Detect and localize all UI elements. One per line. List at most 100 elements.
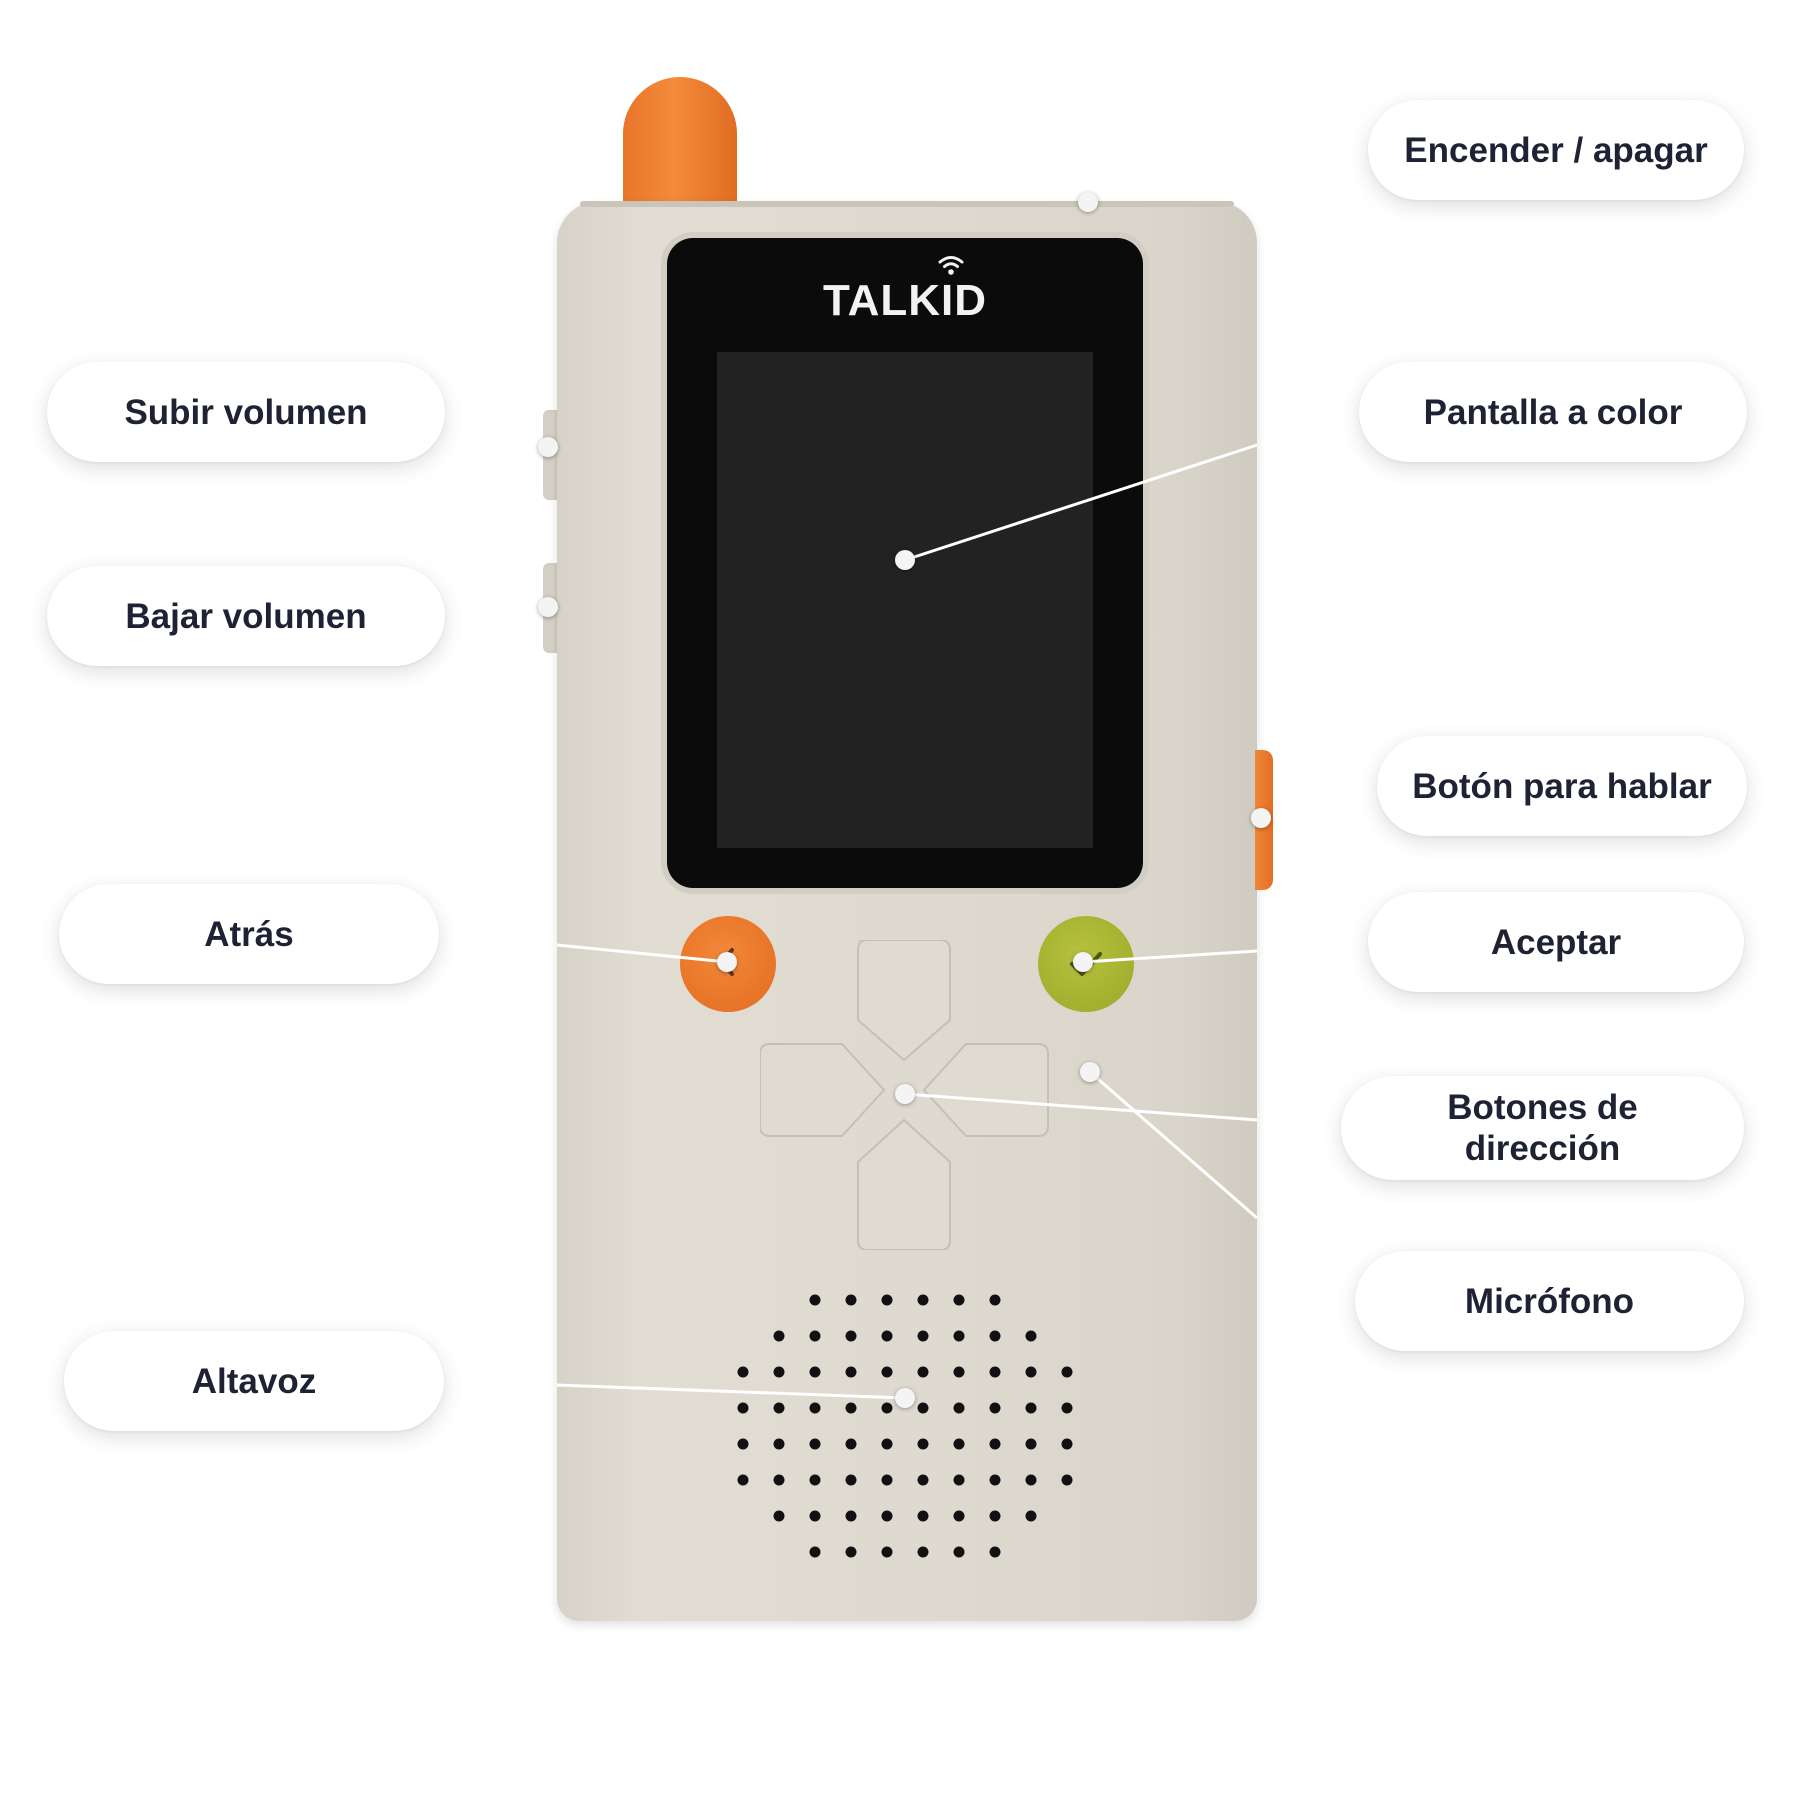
speaker-hole — [737, 1474, 749, 1486]
speaker-hole — [917, 1474, 929, 1486]
back-marker — [717, 952, 737, 972]
speaker-hole — [845, 1510, 857, 1522]
speaker-hole — [917, 1366, 929, 1378]
speaker-hole — [989, 1438, 1001, 1450]
label-microphone-text: Micrófono — [1464, 1281, 1635, 1321]
speaker-hole — [1061, 1438, 1073, 1450]
speaker-hole — [1025, 1474, 1037, 1486]
speaker-hole — [989, 1474, 1001, 1486]
label-power: Encender / apagar — [1368, 100, 1744, 200]
speaker-hole — [953, 1474, 965, 1486]
dpad-down — [857, 1118, 951, 1250]
speaker-hole — [773, 1330, 785, 1342]
accept-marker — [1073, 952, 1093, 972]
talk-marker — [1251, 808, 1271, 828]
speaker-hole — [809, 1510, 821, 1522]
speaker-hole — [953, 1366, 965, 1378]
direction-marker — [895, 1084, 915, 1104]
brand-logo: TALKID — [822, 276, 988, 325]
label-volume-up-text: Subir volumen — [124, 392, 368, 432]
speaker-grille — [737, 1294, 1073, 1558]
speaker-hole — [809, 1438, 821, 1450]
speaker-hole — [881, 1474, 893, 1486]
label-volume-down-text: Bajar volumen — [125, 596, 367, 636]
speaker-hole — [1025, 1330, 1037, 1342]
speaker-hole — [989, 1402, 1001, 1414]
label-accept-text: Aceptar — [1490, 922, 1622, 962]
speaker-hole — [845, 1474, 857, 1486]
speaker-hole — [917, 1546, 929, 1558]
label-speaker-text: Altavoz — [191, 1361, 317, 1401]
speaker-hole — [773, 1366, 785, 1378]
speaker-hole — [917, 1510, 929, 1522]
speaker-hole — [953, 1402, 965, 1414]
speaker-hole — [773, 1474, 785, 1486]
speaker-hole — [989, 1546, 1001, 1558]
dpad-left — [760, 1043, 886, 1137]
label-talk: Botón para hablar — [1377, 736, 1747, 836]
volume-up-marker — [538, 437, 558, 457]
speaker-hole — [1025, 1510, 1037, 1522]
direction-pad — [760, 940, 1049, 1250]
label-microphone: Micrófono — [1355, 1251, 1744, 1351]
speaker-hole — [845, 1294, 857, 1306]
speaker-hole — [773, 1510, 785, 1522]
microphone-marker — [1080, 1062, 1100, 1082]
speaker-hole — [1061, 1474, 1073, 1486]
speaker-hole — [773, 1438, 785, 1450]
label-back: Atrás — [59, 884, 439, 984]
speaker-hole — [809, 1546, 821, 1558]
speaker-marker — [895, 1388, 915, 1408]
speaker-hole — [953, 1546, 965, 1558]
label-accept: Aceptar — [1368, 892, 1744, 992]
dpad-right — [922, 1043, 1049, 1137]
color-display — [717, 352, 1093, 848]
label-volume-up: Subir volumen — [47, 362, 445, 462]
speaker-hole — [773, 1402, 785, 1414]
speaker-hole — [917, 1294, 929, 1306]
speaker-hole — [845, 1438, 857, 1450]
speaker-hole — [1025, 1402, 1037, 1414]
speaker-hole — [845, 1330, 857, 1342]
speaker-hole — [953, 1510, 965, 1522]
label-back-text: Atrás — [204, 914, 294, 954]
label-volume-down: Bajar volumen — [47, 566, 445, 666]
label-talk-text: Botón para hablar — [1412, 766, 1712, 806]
speaker-hole — [737, 1366, 749, 1378]
speaker-hole — [1061, 1402, 1073, 1414]
speaker-hole — [809, 1330, 821, 1342]
label-speaker: Altavoz — [64, 1331, 444, 1431]
label-direction-line2: dirección — [1464, 1129, 1621, 1168]
speaker-hole — [989, 1510, 1001, 1522]
power-button-edge — [580, 201, 1234, 207]
speaker-hole — [845, 1366, 857, 1378]
speaker-hole — [881, 1438, 893, 1450]
speaker-hole — [953, 1330, 965, 1342]
speaker-hole — [809, 1474, 821, 1486]
speaker-hole — [989, 1366, 1001, 1378]
speaker-hole — [737, 1438, 749, 1450]
dpad-up — [857, 940, 951, 1062]
screen-marker — [895, 550, 915, 570]
speaker-hole — [917, 1438, 929, 1450]
label-power-text: Encender / apagar — [1404, 130, 1708, 170]
label-direction-line1: Botones de — [1447, 1088, 1638, 1127]
speaker-hole — [809, 1366, 821, 1378]
speaker-hole — [989, 1330, 1001, 1342]
label-direction: Botones de dirección — [1341, 1076, 1744, 1180]
speaker-hole — [845, 1546, 857, 1558]
speaker-hole — [917, 1330, 929, 1342]
speaker-hole — [881, 1510, 893, 1522]
label-screen-text: Pantalla a color — [1423, 392, 1683, 432]
speaker-hole — [953, 1438, 965, 1450]
label-screen: Pantalla a color — [1359, 362, 1747, 462]
volume-down-marker — [538, 597, 558, 617]
speaker-hole — [809, 1402, 821, 1414]
wifi-icon — [938, 256, 964, 275]
speaker-hole — [917, 1402, 929, 1414]
speaker-hole — [809, 1294, 821, 1306]
speaker-hole — [881, 1294, 893, 1306]
speaker-hole — [989, 1294, 1001, 1306]
speaker-hole — [881, 1546, 893, 1558]
